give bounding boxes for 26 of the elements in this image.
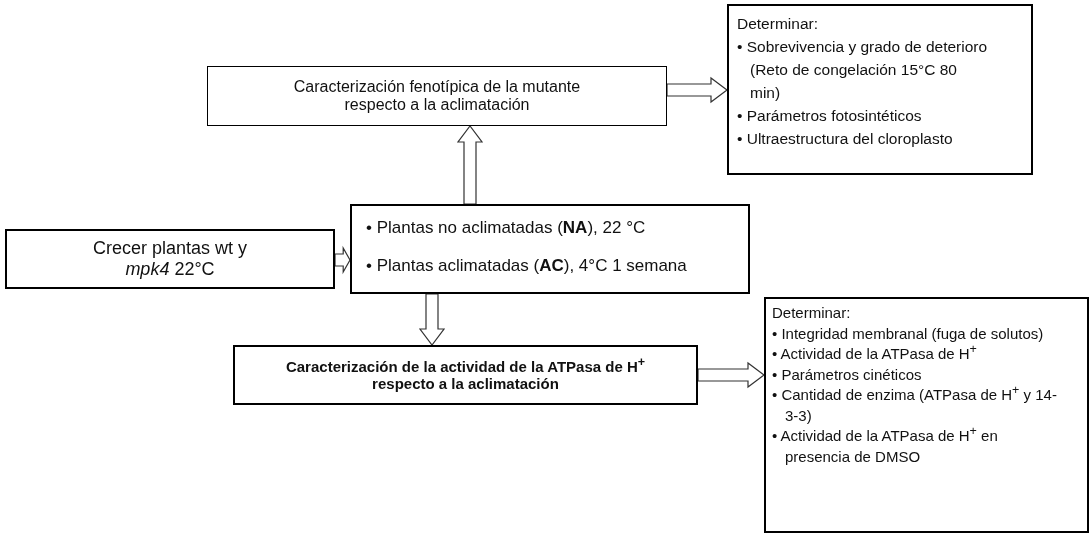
box-text: Caracterización de la actividad de la ATPasa de H$^{+}$ respecto a la aclimatación <box>285 358 646 392</box>
list-item: • Integridad membranal (fuga de solutos) <box>772 323 1045 344</box>
process-box <box>350 204 750 294</box>
list-item: • Plantas aclimatadas (AC), 4°C 1 semana <box>366 256 688 276</box>
box-text: Crecer plantas wt y mpk4 22°C <box>91 238 249 280</box>
block-arrow <box>334 245 351 275</box>
list-item: • Parámetros fotosintéticos <box>737 106 923 126</box>
box-heading: Determinar: <box>772 303 852 323</box>
list-item: • Plantas no aclimatadas (NA), 22 °C <box>366 218 647 238</box>
box-heading: Determinar: <box>737 14 819 34</box>
list-item: • Ultraestructura del cloroplasto <box>737 129 954 149</box>
process-box <box>207 66 667 126</box>
list-item: • Sobrevivencia y grado de deterioro (Reto de congelación 15°C 80 min) <box>737 37 989 103</box>
list-item: • Cantidad de enzima (ATPasa de H$^{+}$ y 14-3-3) <box>772 385 1057 426</box>
block-arrow <box>456 125 484 205</box>
box-text: Caracterización fenotípica de la mutante respecto a la aclimatación <box>292 78 582 114</box>
process-box <box>727 4 1033 175</box>
process-box <box>5 229 335 289</box>
list-item: • Parámetros cinéticos <box>772 364 923 385</box>
process-box <box>764 297 1089 533</box>
block-arrow <box>666 76 728 104</box>
block-arrow <box>418 293 446 346</box>
process-box <box>233 345 698 405</box>
list-item: • Actividad de la ATPasa de H$^{+}$ <box>772 344 978 364</box>
block-arrow <box>697 361 765 389</box>
list-item: • Actividad de la ATPasa de H$^{+}$ en presencia de DMSO <box>772 426 999 467</box>
